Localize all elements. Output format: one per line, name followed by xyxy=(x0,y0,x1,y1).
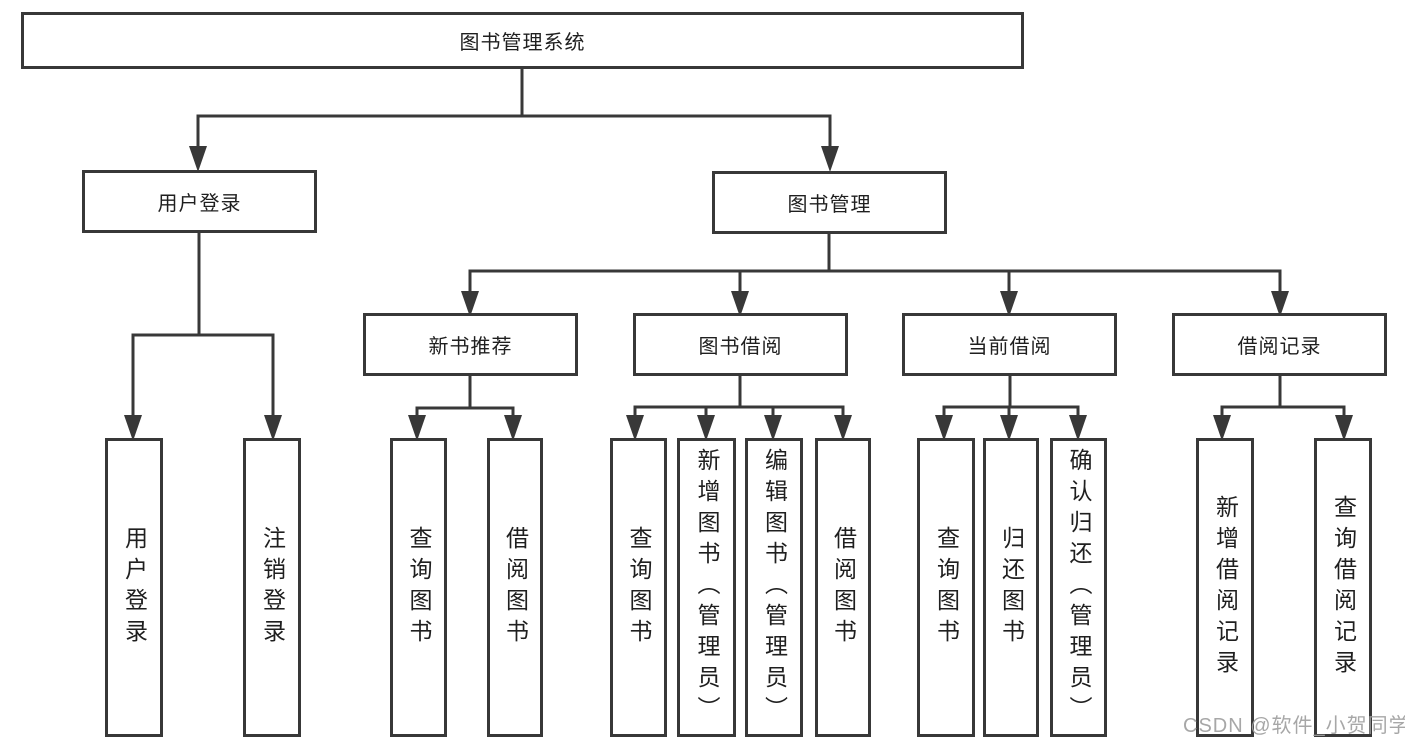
leaf-query-books-recommend: 查询图书 xyxy=(390,438,447,737)
node-user-login-label: 用户登录 xyxy=(157,193,242,215)
node-borrow-records: 借阅记录 xyxy=(1172,313,1387,376)
leaf-return-books: 归还图书 xyxy=(983,438,1039,737)
node-borrow-records-label: 借阅记录 xyxy=(1237,336,1322,358)
node-user-login: 用户登录 xyxy=(82,170,317,233)
leaf-borrow-books-label: 借阅图书 xyxy=(830,525,857,650)
leaf-query-books-borrow-label: 查询图书 xyxy=(626,525,652,650)
leaf-edit-books-admin: 编辑图书（管理员） xyxy=(745,438,803,737)
leaf-borrow-books-recommend: 借阅图书 xyxy=(487,438,543,737)
node-book-borrow-label: 图书借阅 xyxy=(698,336,783,358)
leaf-add-books-admin-label: 新增图书（管理员） xyxy=(694,448,720,727)
leaf-user-login-label: 用户登录 xyxy=(121,525,148,650)
leaf-query-borrow-record-label: 查询借阅记录 xyxy=(1330,494,1357,681)
node-new-book-recommend-label: 新书推荐 xyxy=(428,336,513,358)
leaf-query-books-current-label: 查询图书 xyxy=(933,525,960,650)
leaf-borrow-books-recommend-label: 借阅图书 xyxy=(502,525,529,650)
leaf-add-borrow-record-label: 新增借阅记录 xyxy=(1212,494,1239,681)
node-root-label: 图书管理系统 xyxy=(459,32,586,54)
leaf-query-books-current: 查询图书 xyxy=(917,438,975,737)
node-book-borrow: 图书借阅 xyxy=(633,313,848,376)
leaf-logout-label: 注销登录 xyxy=(259,525,286,650)
leaf-add-books-admin: 新增图书（管理员） xyxy=(677,438,736,737)
leaf-return-books-label: 归还图书 xyxy=(998,525,1025,650)
node-book-management: 图书管理 xyxy=(712,171,947,234)
leaf-query-books-recommend-label: 查询图书 xyxy=(406,525,432,650)
node-book-management-label: 图书管理 xyxy=(787,194,872,216)
node-new-book-recommend: 新书推荐 xyxy=(363,313,578,376)
leaf-confirm-return-admin: 确认归还（管理员） xyxy=(1050,438,1107,737)
leaf-user-login: 用户登录 xyxy=(105,438,163,737)
csdn-watermark: CSDN @软件_小贺同学 xyxy=(1183,715,1405,737)
leaf-query-books-borrow: 查询图书 xyxy=(610,438,667,737)
leaf-edit-books-admin-label: 编辑图书（管理员） xyxy=(761,448,788,727)
leaf-query-borrow-record: 查询借阅记录 xyxy=(1314,438,1372,737)
node-root: 图书管理系统 xyxy=(21,12,1024,69)
node-current-borrow-label: 当前借阅 xyxy=(967,336,1052,358)
leaf-borrow-books: 借阅图书 xyxy=(815,438,871,737)
leaf-confirm-return-admin-label: 确认归还（管理员） xyxy=(1066,448,1092,727)
leaf-add-borrow-record: 新增借阅记录 xyxy=(1196,438,1254,737)
node-current-borrow: 当前借阅 xyxy=(902,313,1117,376)
leaf-logout: 注销登录 xyxy=(243,438,301,737)
